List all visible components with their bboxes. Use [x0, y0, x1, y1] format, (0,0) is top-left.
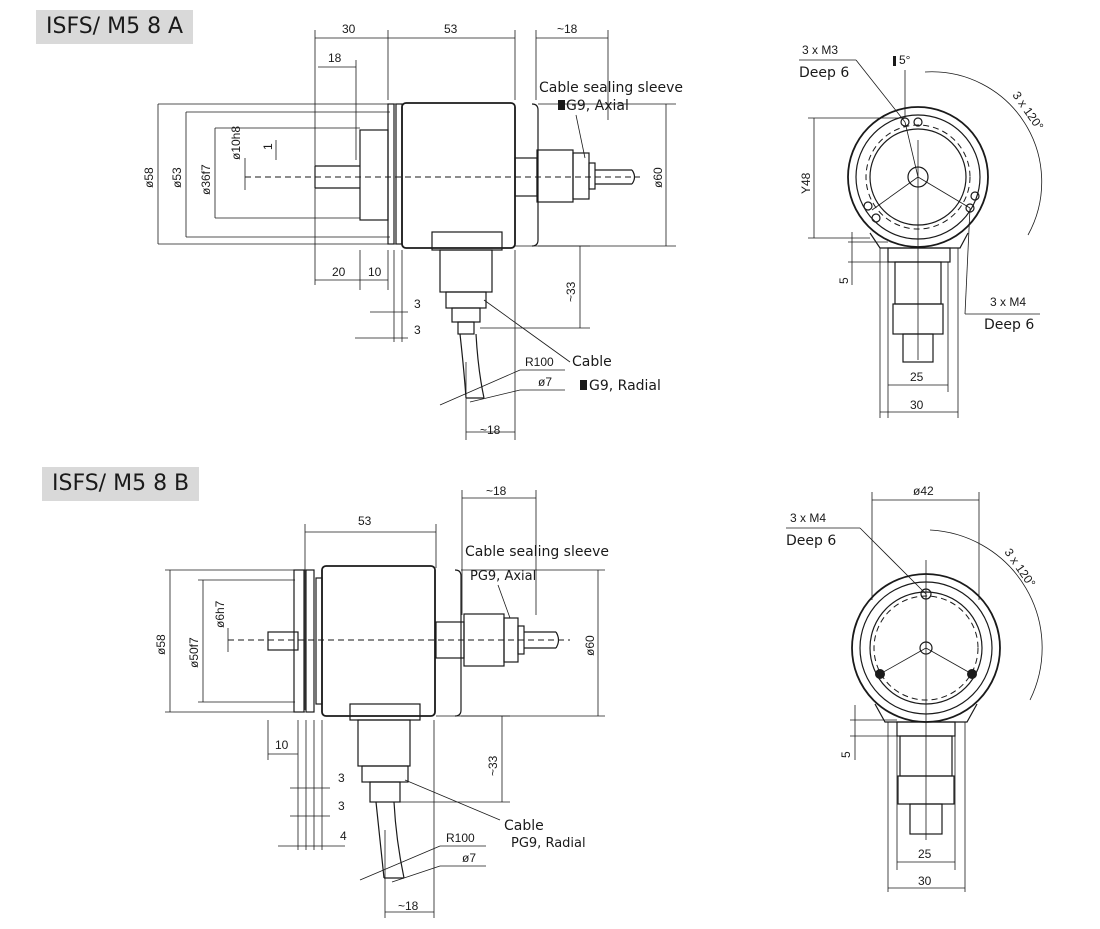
front-b-5: 5 — [839, 751, 853, 758]
label-a-d7: ø7 — [538, 375, 552, 389]
dim-a-d10: ø10h8 — [229, 126, 243, 160]
label-b-r100: R100 — [446, 831, 475, 845]
dim-a-18: 18 — [328, 51, 342, 65]
dim-b-3a: 3 — [338, 771, 345, 785]
dim-b-d60: ø60 — [583, 635, 597, 656]
dim-b-53: 53 — [358, 514, 372, 528]
front-b-m4-deep: Deep 6 — [786, 533, 836, 549]
dim-b-18-top: ~18 — [486, 484, 507, 498]
front-b-30: 30 — [918, 874, 932, 888]
label-a-cable: Cable — [572, 354, 612, 370]
drawing-a-front-view: 3 x 120° 5° 3 x M3 Deep 6 Y48 5 3 x M4 D… — [799, 43, 1046, 418]
label-a-axial: Cable sealing sleeve — [539, 80, 683, 96]
dim-a-18-bottom: ~18 — [480, 423, 501, 437]
dim-a-3b: 3 — [414, 323, 421, 337]
label-b-cable: Cable — [504, 818, 544, 834]
front-a-25: 25 — [910, 370, 924, 384]
dim-b-10: 10 — [275, 738, 289, 752]
pg-marker-a-axial — [558, 100, 565, 110]
label-b-d7: ø7 — [462, 851, 476, 865]
drawing-b-front-view: ø42 3 x 120° 3 x M4 Deep 6 5 2 — [786, 484, 1043, 892]
label-a-r100: R100 — [525, 355, 554, 369]
dim-a-18-top: ~18 — [557, 22, 578, 36]
drawing-a-side-view: 30 53 ~18 18 ø58 ø53 ø36f7 ø10h8 1 — [142, 22, 683, 440]
dim-b-d58: ø58 — [154, 634, 168, 655]
label-b-axial-sub: PG9, Axial — [470, 569, 536, 584]
front-a-m3-deep: Deep 6 — [799, 65, 849, 81]
dim-a-d58: ø58 — [142, 167, 156, 188]
label-a-axial-sub: G9, Axial — [566, 98, 629, 114]
label-b-axial: Cable sealing sleeve — [465, 544, 609, 560]
dim-b-18-bottom: ~18 — [398, 899, 419, 913]
dim-a-10: 10 — [368, 265, 382, 279]
dim-b-d6: ø6h7 — [213, 600, 227, 628]
dim-a-1: 1 — [261, 143, 275, 150]
dim-a-20: 20 — [332, 265, 346, 279]
dim-b-drop: ~33 — [486, 755, 500, 776]
pg-marker-a-radial — [580, 380, 587, 390]
section-a-title: ISFS/ M5 8 A — [36, 10, 194, 44]
front-a-angle: 5° — [899, 53, 911, 67]
front-b-m4: 3 x M4 — [790, 511, 826, 525]
front-b-25: 25 — [918, 847, 932, 861]
front-a-y48: Y48 — [799, 172, 813, 194]
front-a-m4: 3 x M4 — [990, 295, 1026, 309]
dim-a-3a: 3 — [414, 297, 421, 311]
front-a-5: 5 — [837, 277, 851, 284]
dim-b-d50: ø50f7 — [187, 637, 201, 668]
dim-a-d53: ø53 — [170, 167, 184, 188]
front-a-30: 30 — [910, 398, 924, 412]
drawing-b-side-view: 53 ~18 ø58 ø50f7 ø6h7 ø60 Cable seali — [154, 484, 609, 918]
dim-a-drop: ~33 — [564, 281, 578, 302]
angle-marker-a — [893, 56, 896, 66]
front-a-m3: 3 x M3 — [802, 43, 838, 57]
label-a-radial-sub: G9, Radial — [589, 378, 661, 394]
front-a-arc: 3 x 120° — [1010, 89, 1047, 133]
dim-a-d36: ø36f7 — [199, 164, 213, 195]
dim-b-4: 4 — [340, 829, 347, 843]
front-b-d42: ø42 — [913, 484, 934, 498]
section-b-title: ISFS/ M5 8 B — [42, 467, 200, 501]
dim-a-30: 30 — [342, 22, 356, 36]
label-b-radial-sub: PG9, Radial — [511, 836, 586, 851]
dim-b-3b: 3 — [338, 799, 345, 813]
front-b-arc: 3 x 120° — [1002, 546, 1039, 590]
dim-a-d60: ø60 — [651, 167, 665, 188]
front-a-m4-deep: Deep 6 — [984, 317, 1034, 333]
dim-a-53: 53 — [444, 22, 458, 36]
